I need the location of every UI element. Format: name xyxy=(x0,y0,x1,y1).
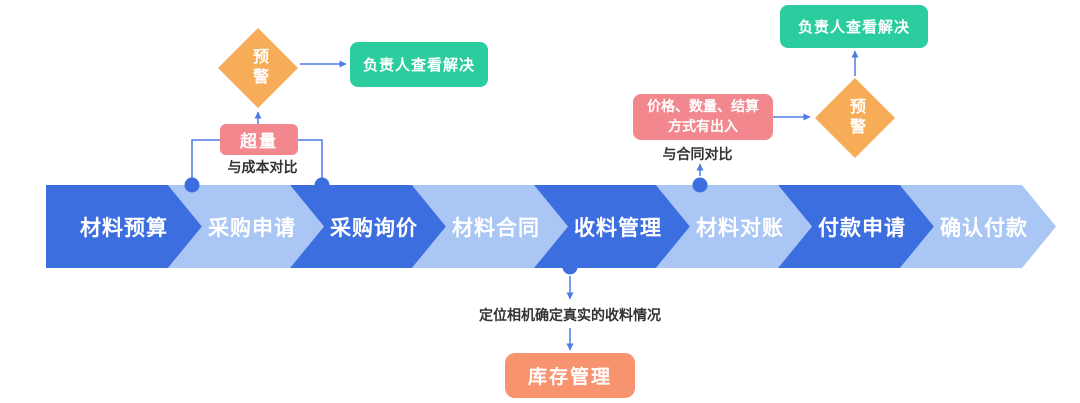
flow-step-label: 采购申请 xyxy=(208,216,296,240)
warning-label-left: 预警 xyxy=(250,48,267,88)
flow-step-label: 付款申请 xyxy=(818,216,906,240)
cost-compare-note: 与成本对比 xyxy=(227,159,298,175)
flow-step-material-budget: 材料预算 xyxy=(46,185,202,268)
over-quantity-label: 超量 xyxy=(240,132,278,151)
warning-diamond-left: 预警 xyxy=(218,28,298,108)
resolve-label-right: 负责人查看解决 xyxy=(797,19,910,36)
flow-step-label: 材料预算 xyxy=(80,216,168,240)
flow-step-label: 确认付款 xyxy=(940,216,1028,240)
over-quantity-box: 超量 xyxy=(220,124,298,155)
resolve-label-left: 负责人查看解决 xyxy=(362,57,475,74)
inventory-management-box: 库存管理 xyxy=(505,353,635,398)
discrepancy-box: 价格、数量、结算 方式有出入 xyxy=(633,94,773,140)
warning-label-right: 预警 xyxy=(847,98,864,138)
warning-diamond-right: 预警 xyxy=(815,78,895,158)
flow-step-label: 收料管理 xyxy=(574,216,662,240)
flow-step-label: 采购询价 xyxy=(330,216,418,240)
resolve-box-right: 负责人查看解决 xyxy=(780,5,928,48)
inventory-label: 库存管理 xyxy=(527,367,612,388)
flow-step-label: 材料对账 xyxy=(696,216,784,240)
resolve-box-left: 负责人查看解决 xyxy=(350,42,488,87)
camera-verification-note: 定位相机确定真实的收料情况 xyxy=(479,307,661,323)
contract-compare-note: 与合同对比 xyxy=(662,146,733,162)
discrepancy-label: 价格、数量、结算 方式有出入 xyxy=(647,98,759,134)
flow-step-label: 材料合同 xyxy=(452,216,540,240)
flow-step-receiving-management: 收料管理 xyxy=(534,185,690,268)
